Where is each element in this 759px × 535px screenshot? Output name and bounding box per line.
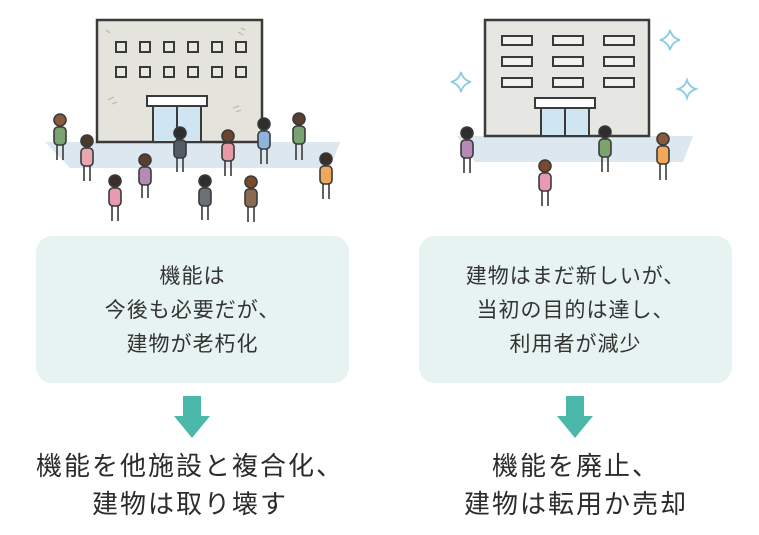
result-line: 建物は取り壊す [91,490,288,520]
condition-box: 建物はまだ新しいが、 当初の目的は達し、 利用者が減少 [419,236,732,383]
result-line: 機能を他施設と複合化、 [35,452,344,482]
condition-line: 利用者が減少 [509,331,642,356]
result-line: 機能を廃止、 [491,452,660,482]
crowd-of-people-icon [53,112,333,222]
down-arrow-icon [174,396,210,438]
condition-line: 建物が老朽化 [126,331,259,356]
aging-building-illustration [45,18,340,222]
condition-line: 今後も必要だが、 [104,297,281,322]
scenario-underused-building: 建物はまだ新しいが、 当初の目的は達し、 利用者が減少 機能を廃止、 建物は転用… [379,0,759,535]
condition-line: 建物はまだ新しいが、 [465,263,686,288]
down-arrow-icon [557,396,593,438]
condition-line: 機能は [159,263,226,288]
condition-line: 当初の目的は達し、 [476,297,675,322]
new-building-illustration [450,18,700,206]
sparkle-icon [450,29,700,102]
result-line: 建物は転用か売却 [463,490,688,520]
result-text: 機能を廃止、 建物は転用か売却 [386,448,759,524]
result-text: 機能を他施設と複合化、 建物は取り壊す [0,448,380,524]
scenario-aging-building: 機能は 今後も必要だが、 建物が老朽化 機能を他施設と複合化、 建物は取り壊す [0,18,380,524]
new-building-icon [483,18,651,138]
few-people-icon [460,125,670,206]
ground-shadow [457,136,693,162]
condition-box: 機能は 今後も必要だが、 建物が老朽化 [36,236,349,383]
old-building-icon [95,18,264,144]
